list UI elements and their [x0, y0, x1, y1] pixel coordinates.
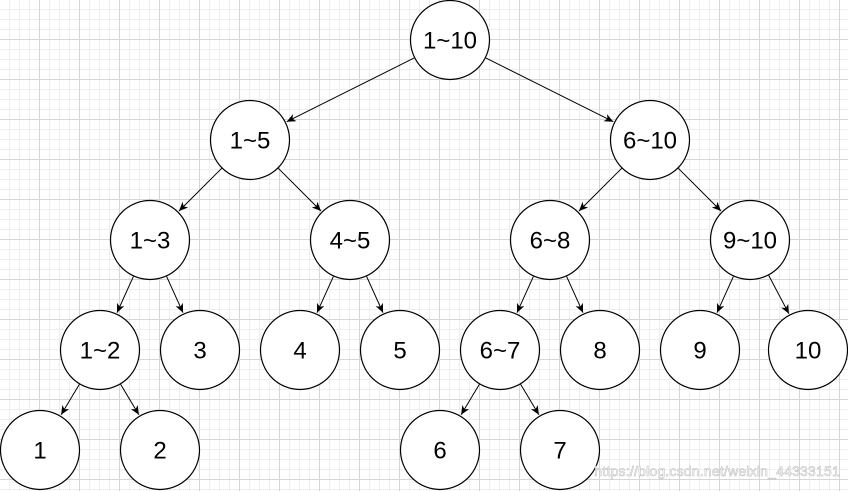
node-label: 6: [433, 438, 446, 465]
edge-arrow-n1_2-n2: [120, 384, 140, 416]
watermark-text: https://blog.csdn.net/weixin_44333151: [594, 463, 840, 480]
node-circle: [709, 199, 791, 281]
node-label: 1~3: [130, 228, 171, 255]
node-circle: [559, 309, 641, 391]
edge-arrow-n4_5-n5: [366, 276, 384, 313]
node-circle: [459, 309, 541, 391]
node-label: 9: [693, 338, 706, 365]
edge-arrow-n1_3-n3: [166, 276, 184, 313]
node-circle: [209, 99, 291, 181]
node-circle: [359, 309, 441, 391]
node-circle: [609, 99, 691, 181]
edge-arrow-n1_10-n6_10: [485, 57, 614, 123]
edge-arrow-n1_5-n4_5: [277, 167, 322, 212]
tree-node-n4: 4: [259, 309, 341, 391]
tree-node-n5: 5: [359, 309, 441, 391]
tree-node-n1_2: 1~2: [59, 309, 141, 391]
node-label: 6~8: [530, 228, 571, 255]
node-circle: [519, 409, 601, 491]
edge-arrow-n6_10-n6_8: [578, 167, 623, 212]
edge-arrow-n1_5-n1_3: [178, 167, 223, 212]
edge-arrow-n6_10-n9_10: [677, 167, 722, 212]
tree-node-n6_10: 6~10: [609, 99, 691, 181]
node-circle: [0, 409, 81, 491]
node-label: 6~10: [623, 128, 677, 155]
node-label: 2: [153, 438, 166, 465]
tree-node-n6_7: 6~7: [459, 309, 541, 391]
edge-arrow-n6_8-n6_7: [516, 276, 534, 313]
tree-node-n9_10: 9~10: [709, 199, 791, 281]
node-circle: [409, 0, 491, 81]
node-label: 1: [33, 438, 46, 465]
edge-arrow-n9_10-n10: [768, 275, 790, 314]
node-label: 1~10: [423, 28, 477, 55]
tree-node-n8: 8: [559, 309, 641, 391]
tree-node-n1: 1: [0, 409, 81, 491]
node-circle: [309, 199, 391, 281]
tree-node-n2: 2: [119, 409, 201, 491]
node-label: 7: [553, 438, 566, 465]
edge-arrow-n9_10-n9: [716, 276, 734, 313]
tree-node-n10: 10: [767, 309, 848, 391]
tree-node-n6_8: 6~8: [509, 199, 591, 281]
node-label: 3: [193, 338, 206, 365]
node-circle: [259, 309, 341, 391]
node-label: 8: [593, 338, 606, 365]
node-label: 1~5: [230, 128, 271, 155]
tree-node-n1_5: 1~5: [209, 99, 291, 181]
node-circle: [509, 199, 591, 281]
tree-node-n6: 6: [399, 409, 481, 491]
tree-node-n9: 9: [659, 309, 741, 391]
tree-node-n1_10: 1~10: [409, 0, 491, 81]
tree-node-n7: 7: [519, 409, 601, 491]
node-circle: [659, 309, 741, 391]
edge-arrow-n4_5-n4: [316, 276, 334, 313]
edge-arrow-n1_3-n1_2: [116, 276, 134, 313]
node-circle: [119, 409, 201, 491]
tree-node-n4_5: 4~5: [309, 199, 391, 281]
node-label: 1~2: [80, 338, 121, 365]
tree-node-n3: 3: [159, 309, 241, 391]
edge-arrow-n1_2-n1: [60, 384, 80, 416]
edge-arrow-n6_7-n6: [460, 384, 480, 416]
node-label: 5: [393, 338, 406, 365]
edge-arrow-n6_8-n8: [566, 276, 584, 313]
node-circle: [59, 309, 141, 391]
node-circle: [159, 309, 241, 391]
node-label: 6~7: [480, 338, 521, 365]
edge-arrow-n6_7-n7: [520, 384, 540, 416]
node-label: 9~10: [723, 228, 777, 255]
edges-layer: [60, 57, 790, 416]
node-label: 10: [795, 338, 822, 365]
node-label: 4: [293, 338, 306, 365]
edge-arrow-n1_10-n1_5: [286, 57, 415, 123]
tree-node-n1_3: 1~3: [109, 199, 191, 281]
node-circle: [399, 409, 481, 491]
node-circle: [109, 199, 191, 281]
node-label: 4~5: [330, 228, 371, 255]
